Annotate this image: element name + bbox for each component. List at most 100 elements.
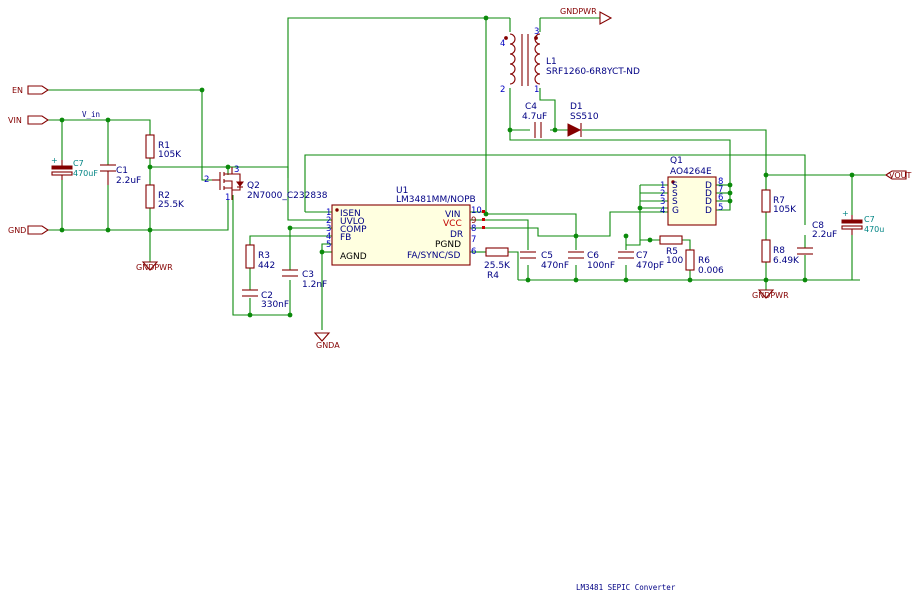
gndpwr-symbol-left: GNDPWR bbox=[136, 261, 173, 272]
l1-ref: L1 bbox=[546, 57, 557, 67]
net-label-vout: VOUT bbox=[889, 171, 911, 180]
r1-ref: R1 bbox=[158, 141, 170, 151]
l1-value: SRF1260-6R8YCT-ND bbox=[546, 67, 640, 77]
u1-pin-pgnd: PGND bbox=[435, 240, 461, 250]
mosfet-q1: Q1 AO4264E 1 2 3 4 S S S G 8 7 6 5 D D D… bbox=[660, 156, 723, 226]
c6-ref: C6 bbox=[587, 251, 599, 261]
c5-value: 470nF bbox=[541, 261, 569, 271]
c2-value: 330nF bbox=[261, 300, 289, 310]
capacitor-c3: C3 1.2nF bbox=[282, 269, 327, 290]
d1-value: SS510 bbox=[570, 112, 599, 122]
c1-value: 2.2uF bbox=[116, 176, 141, 186]
u1-pin-5: 5 bbox=[326, 240, 331, 250]
q1-pin-3: 3 bbox=[660, 197, 665, 207]
c4-ref: C4 bbox=[525, 102, 537, 112]
r6-value: 0.006 bbox=[698, 266, 724, 276]
q1-pin-3-name: S bbox=[672, 197, 678, 207]
q1-pin-6-name: D bbox=[705, 197, 712, 207]
u1-pin-uvlo: UVLO bbox=[340, 217, 365, 227]
l1-pin-2: 2 bbox=[500, 85, 505, 95]
net-label-v-in: V_in bbox=[82, 110, 100, 119]
u1-pin-isen: ISEN bbox=[340, 209, 361, 219]
l1-pin-3: 3 bbox=[534, 27, 539, 37]
capacitor-c6: C6 100nF bbox=[568, 251, 615, 271]
u1-pin-7: 7 bbox=[471, 235, 476, 245]
capacitor-c7-output: + C7 470u bbox=[841, 209, 884, 235]
u1-pin-1: 1 bbox=[326, 208, 331, 218]
r8-ref: R8 bbox=[773, 246, 785, 256]
u1-ref: U1 bbox=[396, 186, 408, 196]
q2-pin-3: 3 bbox=[234, 165, 239, 175]
r5-value: 100 bbox=[666, 256, 683, 266]
c3-ref: C3 bbox=[302, 270, 314, 280]
q1-pin-4-name: G bbox=[672, 206, 679, 216]
l1-pin-4: 4 bbox=[500, 39, 505, 49]
u1-pin-2: 2 bbox=[326, 216, 331, 226]
q1-pin-2-name: S bbox=[672, 189, 678, 199]
r3-value: 442 bbox=[258, 261, 275, 271]
resistor-r3: R3 442 bbox=[245, 244, 275, 271]
net-label-vin: VIN bbox=[8, 116, 22, 125]
c7-input-ref: C7 bbox=[73, 159, 84, 168]
net-label-en: EN bbox=[12, 86, 23, 95]
c8-value: 2.2uF bbox=[812, 230, 837, 240]
r4-value: 25.5K bbox=[484, 261, 511, 271]
wires bbox=[48, 17, 886, 330]
c7-input-value: 470uF bbox=[73, 169, 98, 178]
resistor-r7: R7 105K bbox=[761, 189, 797, 215]
net-label-gnd: GND bbox=[8, 226, 26, 235]
q1-pin-8-name: D bbox=[705, 181, 712, 191]
c7-filter-value: 470pF bbox=[636, 261, 664, 271]
r7-ref: R7 bbox=[773, 196, 785, 206]
r2-value: 25.5K bbox=[158, 200, 185, 210]
u1-pin-fb: FB bbox=[340, 233, 351, 243]
net-label-gnda: GNDA bbox=[316, 341, 340, 350]
c7-output-value: 470u bbox=[864, 225, 884, 234]
u1-pin-fa-sync-sd: FA/SYNC/SD bbox=[407, 251, 461, 261]
q1-pin-6: 6 bbox=[718, 193, 723, 203]
resistor-r5: R5 100 bbox=[659, 235, 683, 266]
u1-pin-vcc: VCC bbox=[443, 219, 462, 229]
q1-pin-5: 5 bbox=[718, 203, 723, 213]
inductor-l1: 4 2 3 1 L1 SRF1260-6R8YCT-ND bbox=[500, 27, 640, 95]
r3-ref: R3 bbox=[258, 251, 270, 261]
q2-pin-1: 1 bbox=[225, 193, 230, 203]
capacitor-c1: C1 2.2uF bbox=[100, 164, 141, 186]
gndpwr-symbol-top: GNDPWR bbox=[560, 7, 613, 25]
q1-pin-8: 8 bbox=[718, 177, 723, 187]
u1-pin-comp: COMP bbox=[340, 225, 367, 235]
c1-ref: C1 bbox=[116, 166, 128, 176]
svg-text:+: + bbox=[842, 209, 849, 218]
c7-output-ref: C7 bbox=[864, 215, 875, 224]
capacitor-c8: C8 2.2uF bbox=[797, 221, 837, 255]
resistor-r2: R2 25.5K bbox=[145, 184, 185, 210]
d1-ref: D1 bbox=[570, 102, 583, 112]
port-vout: VOUT bbox=[885, 170, 911, 180]
u1-pin-10: 10 bbox=[471, 206, 482, 216]
c4-value: 4.7uF bbox=[522, 112, 547, 122]
r5-ref: R5 bbox=[666, 247, 678, 257]
title-block: LM3481 SEPIC Converter bbox=[576, 583, 676, 592]
resistor-r6: R6 0.006 bbox=[685, 249, 724, 276]
gndpwr-symbol-right: GNDPWR bbox=[752, 289, 789, 300]
r7-value: 105K bbox=[773, 205, 797, 215]
q1-pin-7: 7 bbox=[718, 185, 723, 195]
q1-pin-7-name: D bbox=[705, 189, 712, 199]
u1-pin-3: 3 bbox=[326, 224, 331, 234]
u1-pin-agnd: AGND bbox=[340, 252, 367, 262]
l1-pin-1: 1 bbox=[534, 85, 539, 95]
pin-markers bbox=[482, 210, 485, 229]
u1-pin-4: 4 bbox=[326, 232, 331, 242]
port-en: EN bbox=[12, 85, 49, 95]
net-label-gndpwr-right: GNDPWR bbox=[752, 291, 789, 300]
r1-value: 105K bbox=[158, 150, 182, 160]
junctions bbox=[59, 15, 855, 318]
mosfet-q2: 2 3 1 Q2 2N7000_C232838 bbox=[204, 165, 328, 203]
q1-value: AO4264E bbox=[670, 167, 712, 177]
r4-ref: R4 bbox=[487, 271, 499, 281]
u1-pin-6: 6 bbox=[471, 247, 476, 257]
u1-value: LM3481MM/NOPB bbox=[396, 195, 476, 205]
capacitor-c5: C5 470nF bbox=[520, 251, 569, 271]
c5-ref: C5 bbox=[541, 251, 553, 261]
